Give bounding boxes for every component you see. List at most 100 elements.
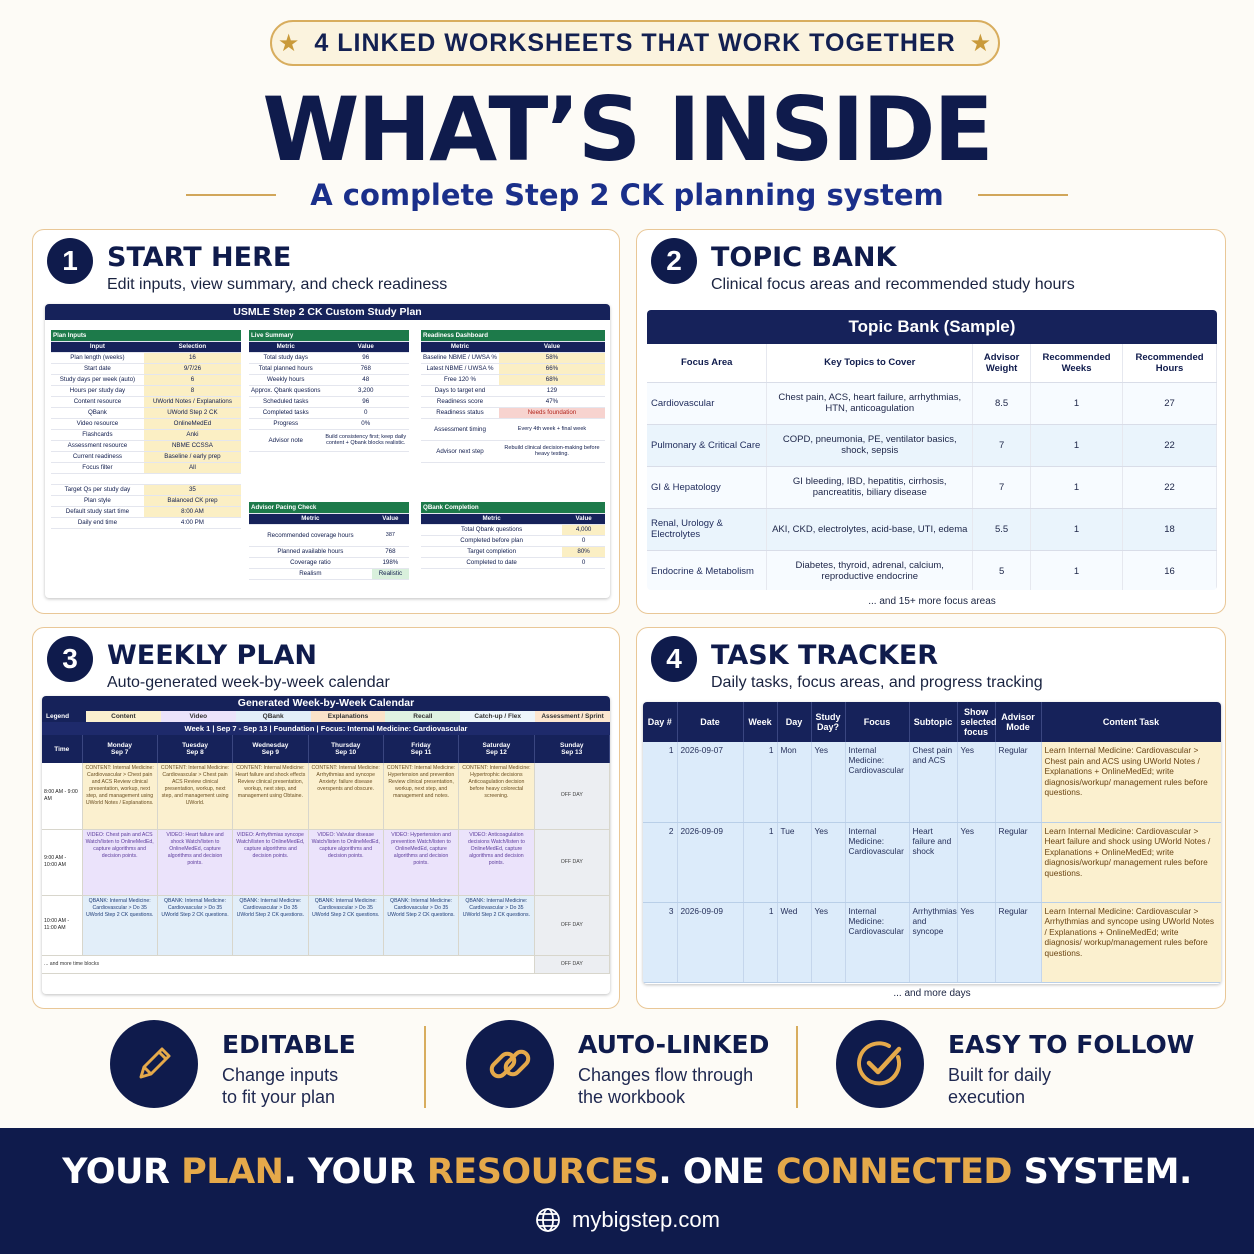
calendar-cell: CONTENT: Internal Medicine: Cardiovascul… <box>157 763 234 830</box>
focus-area: Renal, Urology & Electrolytes <box>647 508 768 551</box>
metric-value: 68% <box>498 374 605 386</box>
calendar-cell: VIDEO: Anticoagulation decisions Watch/l… <box>458 829 535 896</box>
section-row: QBank Completion <box>421 502 605 514</box>
table-cell: 1 <box>743 822 778 903</box>
step-number: 4 <box>651 636 697 682</box>
column-header: Metric <box>421 341 499 353</box>
metric-label: Progress <box>249 418 323 430</box>
day-name: Tuesday <box>182 742 208 749</box>
table-cell: 1 <box>1030 382 1124 425</box>
tagline-segment: YOUR <box>62 1152 182 1192</box>
tagline-segment: CONNECTED <box>775 1152 1012 1192</box>
table-cell: 1 <box>1030 550 1124 590</box>
more-note: ... and 15+ more focus areas <box>868 596 996 607</box>
table-cell: 1 <box>1030 508 1124 551</box>
metric-value: Rebuild clinical decision-making before … <box>498 440 605 463</box>
feature-line: execution <box>948 1087 1026 1107</box>
table-cell: 5 <box>972 550 1032 590</box>
day-name: Friday <box>411 742 431 749</box>
feature-title: AUTO-LINKED <box>578 1030 770 1059</box>
metric-value: All <box>143 462 241 474</box>
table-cell: Yes <box>957 742 996 823</box>
column-header: Value <box>498 341 605 353</box>
sheet-title: Topic Bank (Sample) <box>647 310 1217 344</box>
metric-value: 80% <box>562 546 605 558</box>
metric-label: QBank <box>51 407 144 419</box>
metric-value: Baseline / early prep <box>143 451 241 463</box>
table-cell: 1 <box>743 902 778 983</box>
metric-label: Days to target end <box>421 385 499 397</box>
table-cell: Tue <box>777 822 812 903</box>
legend-item: Assessment / Sprint <box>535 711 610 722</box>
day-date: Sep 8 <box>186 749 204 756</box>
column-header: Metric <box>249 513 372 525</box>
legend-label: Legend <box>42 711 86 722</box>
metric-label: Daily end time <box>51 517 144 529</box>
time-slot: 10:00 AM - 11:00 AM <box>42 895 83 956</box>
step-number: 3 <box>47 636 93 682</box>
section-label: QBank Completion <box>421 502 605 514</box>
calendar-cell: QBANK: Internal Medicine: Cardiovascular… <box>308 895 384 956</box>
table-cell: 27 <box>1122 382 1217 425</box>
week-banner: Week 1 | Sep 7 - Sep 13 | Foundation | F… <box>42 722 610 735</box>
table-cell: Yes <box>957 822 996 903</box>
column-header: Recommended Weeks <box>1030 344 1124 383</box>
metric-value: OnlineMedEd <box>143 418 241 430</box>
card-head: 2 <box>651 238 697 284</box>
table-cell: 22 <box>1122 424 1217 467</box>
content-task-cell: Learn Internal Medicine: Cardiovascular … <box>1041 902 1221 983</box>
column-header: Date <box>677 702 744 742</box>
card-head: 3 <box>47 636 93 682</box>
day-date: Sep 7 <box>111 749 129 756</box>
table-cell: Yes <box>811 742 846 823</box>
column-header: Focus Area <box>647 344 768 383</box>
table-cell: 2 <box>643 822 678 903</box>
time-header: Time <box>42 735 83 763</box>
calendar-cell: CONTENT: Internal Medicine: Hypertension… <box>383 763 460 830</box>
table-cell: 3 <box>643 902 678 983</box>
column-header: Show selected focus <box>957 702 997 742</box>
column-header: Metric <box>249 341 323 353</box>
metric-label: Target completion <box>421 546 563 558</box>
table-cell: Diabetes, thyroid, adrenal, calcium, rep… <box>766 550 974 590</box>
metric-label: Plan style <box>51 495 144 507</box>
metric-label: Recommended coverage hours <box>249 524 372 547</box>
metric-label: Readiness score <box>421 396 499 408</box>
off-day-cell: OFF DAY <box>534 895 610 956</box>
website-link[interactable]: mybigstep.com <box>0 1206 1254 1234</box>
metric-label: Realism <box>249 568 372 580</box>
column-header: Metric <box>421 513 563 525</box>
column-header: Subtopic <box>909 702 958 742</box>
metric-value: 8 <box>143 385 241 397</box>
metric-label <box>51 473 144 485</box>
tagline-segment: PLAN <box>181 1152 284 1192</box>
legend-item: Catch-up / Flex <box>460 711 536 722</box>
card-description: Edit inputs, view summary, and check rea… <box>107 276 448 293</box>
metric-label: Default study start time <box>51 506 144 518</box>
